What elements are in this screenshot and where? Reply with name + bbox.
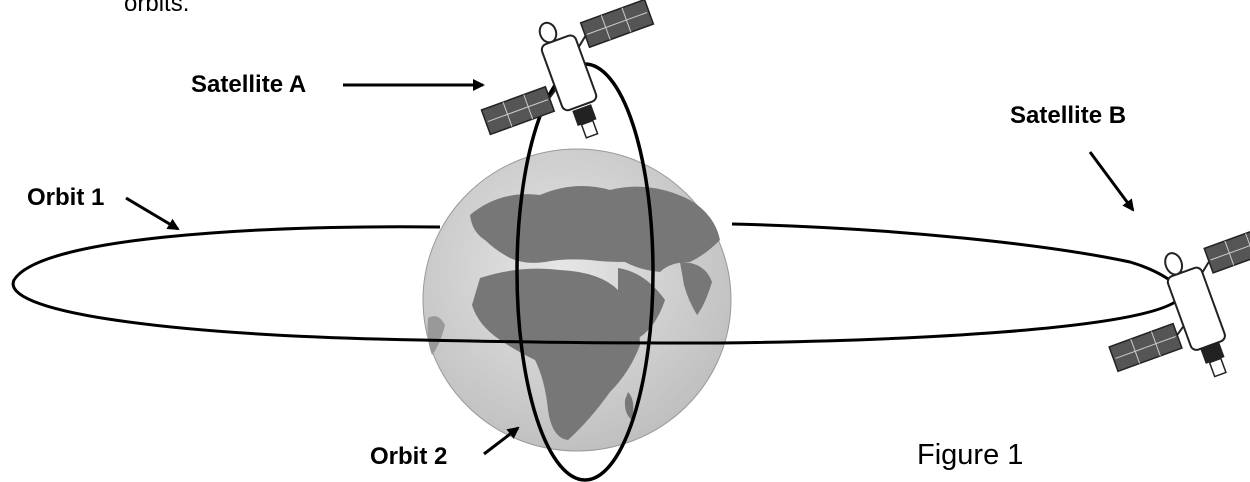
satellite-b-arrow-icon — [1090, 152, 1133, 210]
orbit-1-arrow-icon — [126, 198, 178, 229]
orbit-1-label: Orbit 1 — [27, 186, 104, 210]
figure-caption: Figure 1 — [917, 441, 1023, 470]
orbit-2-label: Orbit 2 — [370, 445, 447, 469]
satellite-a-label: Satellite A — [191, 73, 306, 97]
satellite-b-icon — [1086, 219, 1250, 407]
satellite-a-icon — [461, 0, 682, 168]
satellite-b-label: Satellite B — [1010, 104, 1126, 128]
earth-globe — [423, 149, 731, 451]
